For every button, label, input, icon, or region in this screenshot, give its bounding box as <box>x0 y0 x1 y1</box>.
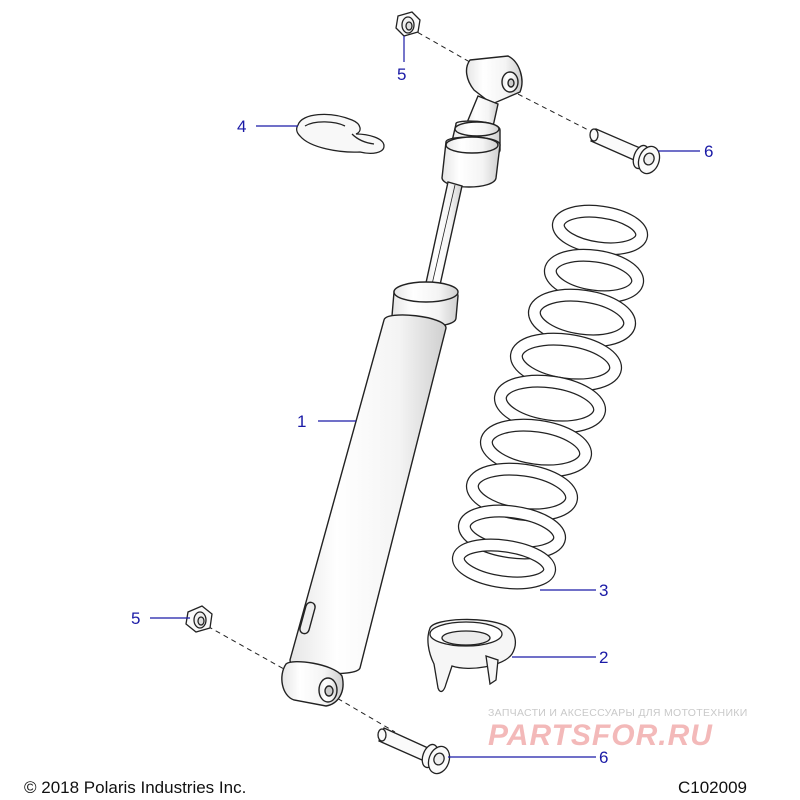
callout-6-top: 6 <box>704 142 714 161</box>
copyright-text: © 2018 Polaris Industries Inc. <box>24 778 247 797</box>
callout-4: 4 <box>237 117 247 136</box>
callout-5-top: 5 <box>397 65 407 84</box>
watermark-logo: PARTSFOR.RU <box>488 719 713 752</box>
part-5-nut-top <box>395 11 421 37</box>
diagram-code: C102009 <box>678 778 748 797</box>
part-4-retainer-clip <box>296 113 385 154</box>
watermark-tagline: ЗАПЧАСТИ И АКСЕССУАРЫ ДЛЯ МОТОТЕХНИКИ <box>488 707 748 719</box>
part-3-coil-spring <box>451 204 649 590</box>
part-2-spring-seat <box>427 618 517 693</box>
part-1-shock-absorber <box>281 55 523 707</box>
part-6-bolt-bottom <box>377 727 451 775</box>
part-5-nut-bottom <box>185 605 213 633</box>
part-6-bolt-top <box>589 128 661 175</box>
callout-5-bottom: 5 <box>131 609 141 628</box>
callout-3: 3 <box>599 581 609 600</box>
callout-1: 1 <box>297 412 307 431</box>
callout-2: 2 <box>599 648 609 667</box>
callout-6-bottom: 6 <box>599 748 609 767</box>
leader-lines <box>150 36 700 758</box>
